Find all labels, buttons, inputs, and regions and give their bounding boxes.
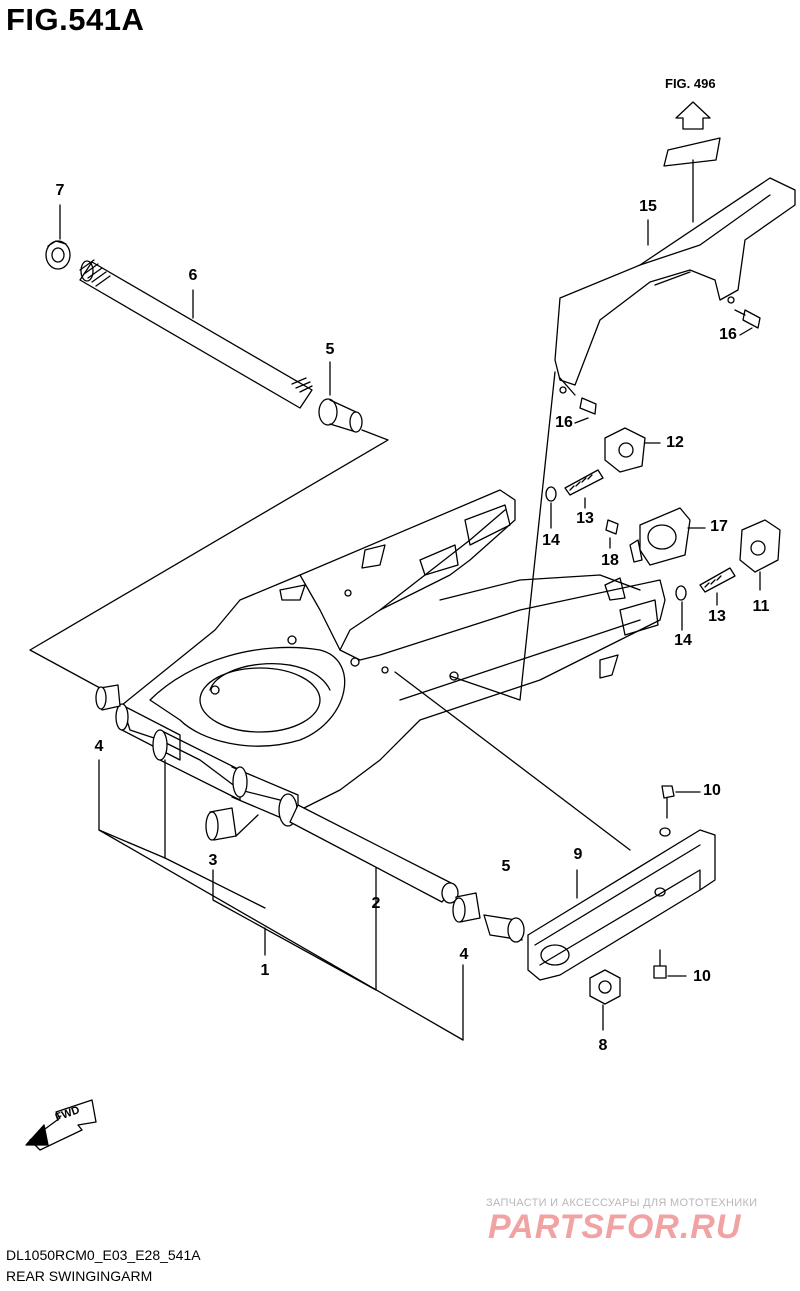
diagram-subtitle: REAR SWINGINGARM: [6, 1268, 153, 1284]
figure-title: FIG.541A: [6, 2, 145, 37]
reference-marker: [663, 137, 721, 167]
callout-4-right: 4: [459, 946, 469, 963]
pivot-shaft-part-6: [79, 259, 313, 409]
callout-13-lower: 13: [708, 608, 726, 625]
callout-13-upper: 13: [576, 510, 594, 527]
forward-arrow-icon: [25, 1099, 97, 1151]
bolt-part-16-a: [734, 309, 761, 329]
bolt-part-10-lower: [653, 949, 667, 979]
collar-part-5-lower: [483, 914, 525, 943]
screw-part-18: [605, 519, 619, 535]
callout-10-upper: 10: [703, 782, 721, 799]
callout-8: 8: [598, 1037, 608, 1054]
callout-17: 17: [710, 518, 728, 535]
callout-6: 6: [188, 267, 198, 284]
callout-16-left: 16: [555, 414, 573, 431]
washer-part-14-lower: [675, 585, 687, 601]
callout-16-right: 16: [719, 326, 737, 343]
washer-part-14-upper: [545, 486, 557, 502]
watermark-tagline: ЗАПЧАСТИ И АКСЕССУАРЫ ДЛЯ МОТОТЕХНИКИ: [486, 1197, 758, 1209]
bearing-part-3: [205, 807, 259, 841]
adjuster-part-12: [604, 427, 646, 473]
reference-figure-label: FIG. 496: [665, 76, 716, 91]
callout-7: 7: [55, 182, 65, 199]
callout-12: 12: [666, 434, 684, 451]
callout-5-lower: 5: [501, 858, 511, 875]
bearing-part-4-right: [452, 892, 481, 923]
callout-3: 3: [208, 852, 218, 869]
callout-4-left: 4: [94, 738, 104, 755]
callout-14-lower: 14: [674, 632, 692, 649]
model-code: DL1050RCM0_E03_E28_541A: [6, 1247, 201, 1263]
callout-11: 11: [752, 598, 770, 615]
callout-14-upper: 14: [542, 532, 560, 549]
bolt-part-13-upper: [564, 469, 604, 496]
swingarm-part-1: [115, 489, 666, 827]
callout-2: 2: [371, 895, 381, 912]
spacer-shaft-part-2: [289, 804, 459, 904]
bearing-part-4-left: [95, 684, 121, 711]
callout-5-upper: 5: [325, 341, 335, 358]
bolt-part-13-lower: [699, 567, 736, 593]
callout-1: 1: [260, 962, 270, 979]
up-arrow-icon: [675, 101, 711, 130]
chain-guard-part-15: [554, 177, 796, 396]
chain-guide-part-9: [527, 827, 716, 981]
callout-18: 18: [601, 552, 619, 569]
collar-part-5-upper: [318, 398, 363, 433]
plate-part-17: [629, 507, 691, 566]
callout-15: 15: [639, 198, 657, 215]
nut-part-8: [589, 969, 621, 1005]
adjuster-part-11: [739, 519, 781, 573]
callout-10-lower: 10: [693, 968, 711, 985]
callout-9: 9: [573, 846, 583, 863]
watermark-logo: PARTSFOR.RU: [488, 1208, 742, 1246]
bolt-part-16-b: [579, 397, 597, 415]
nut-part-7: [45, 240, 71, 270]
bolt-part-10-upper: [661, 785, 675, 819]
